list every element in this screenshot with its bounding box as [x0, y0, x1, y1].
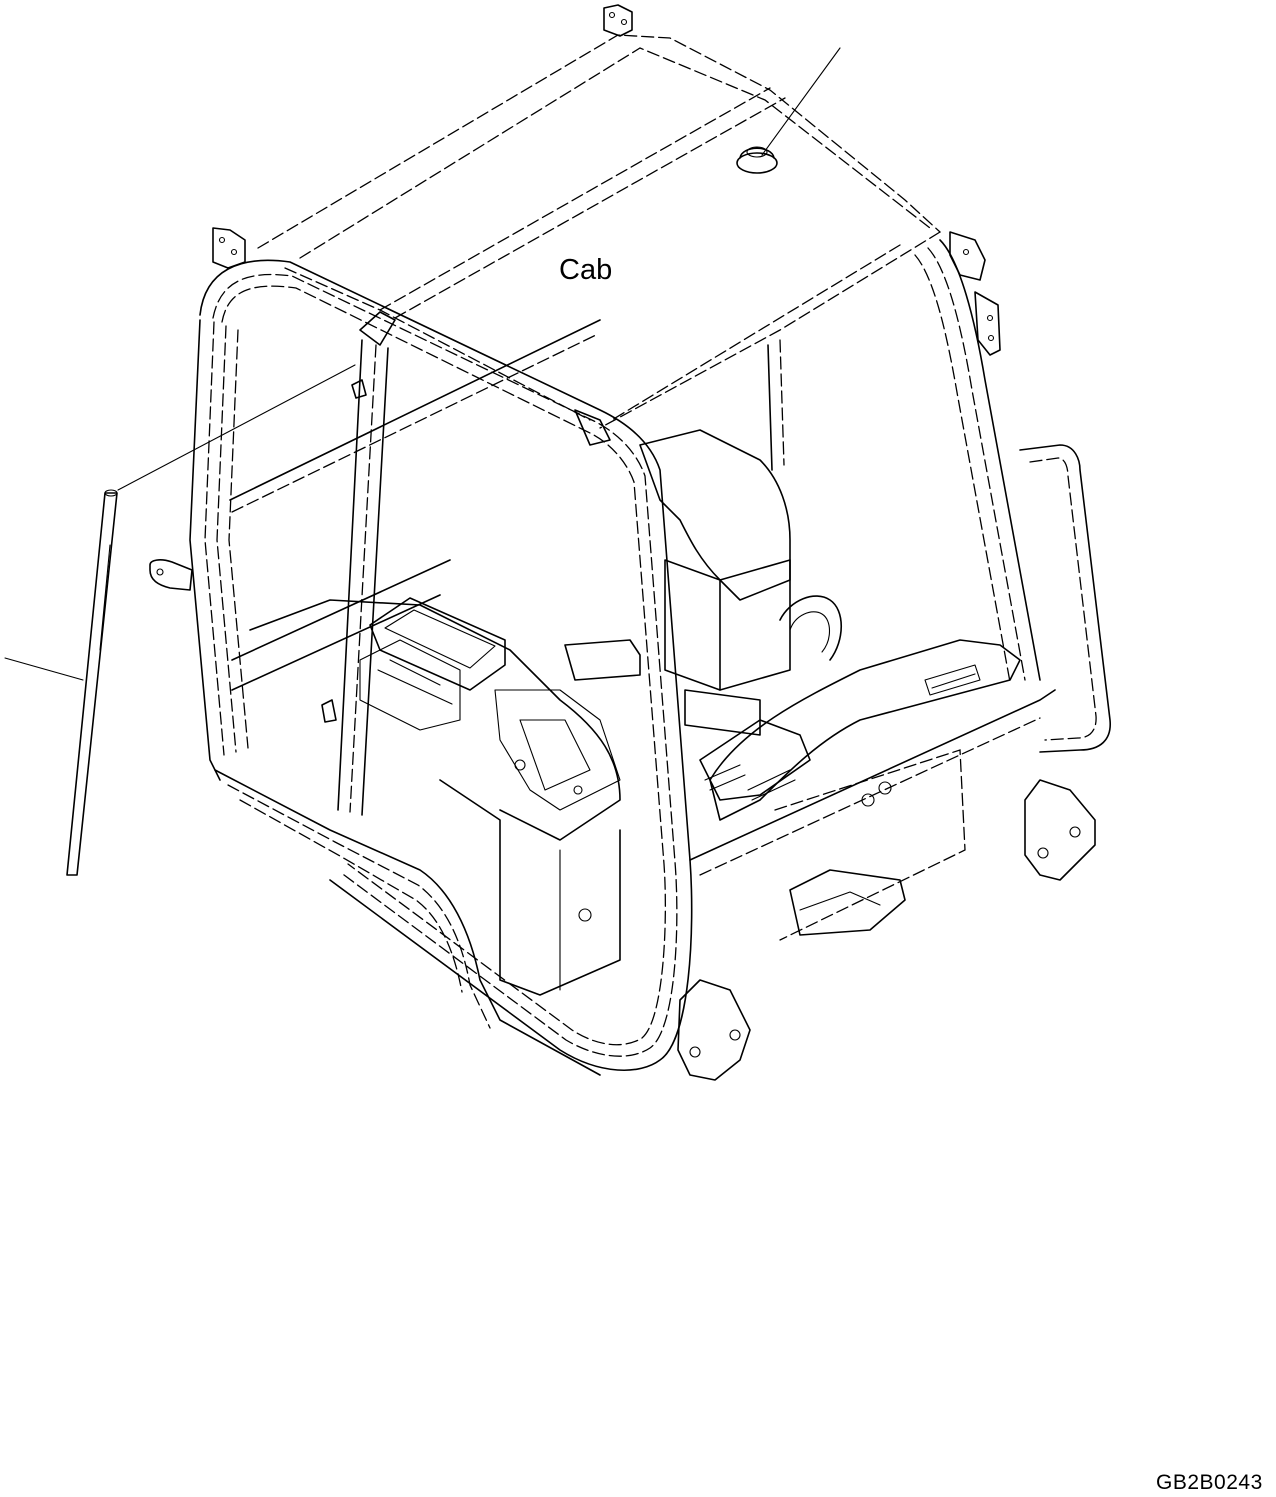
floor-frame: [214, 319, 1056, 1076]
side-dashboard: [699, 639, 1021, 941]
front-arch: [199, 259, 693, 1072]
drawing-code: GB2B0243: [1156, 1471, 1263, 1494]
roof-panel: [257, 34, 941, 429]
top-brackets: [212, 4, 1001, 356]
control-console: [249, 597, 761, 996]
rod-alignment-line: [117, 364, 356, 491]
center-pillar: [321, 339, 389, 816]
leader-line-rod: [4, 657, 84, 681]
detached-rod: [66, 489, 118, 876]
rotating-beacon: [736, 146, 778, 174]
rear-right-pillar: [767, 239, 1111, 753]
left-pillar: [149, 319, 249, 781]
cab-label: Cab: [559, 254, 613, 286]
rear-hinge-brackets: [677, 779, 1096, 1081]
leader-line-beacon: [761, 47, 841, 156]
operator-seat: [639, 429, 842, 691]
